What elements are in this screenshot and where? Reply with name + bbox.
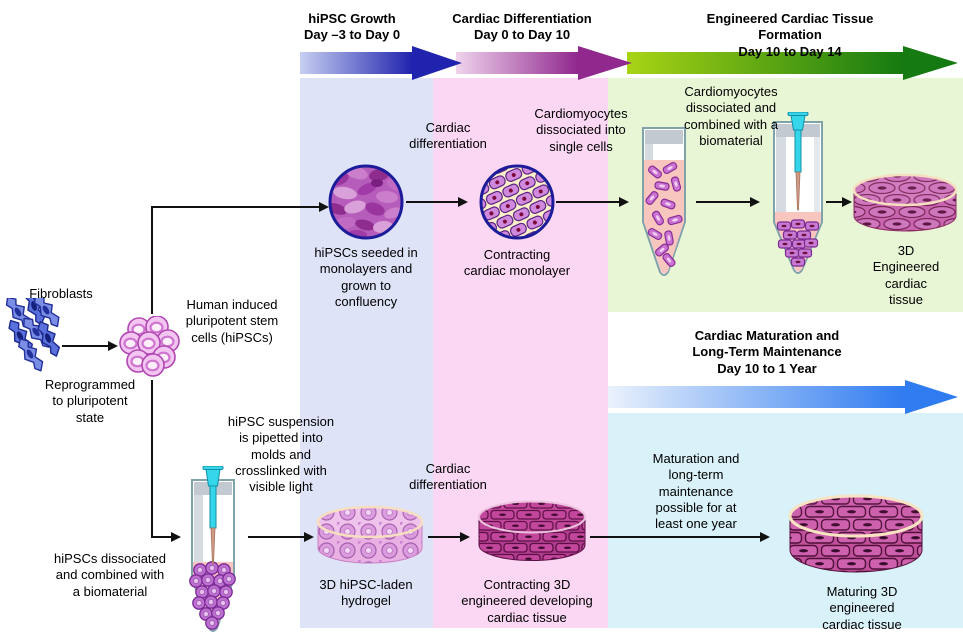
arrowhead-fibroblast-to-hipsc	[108, 341, 118, 351]
label-fibroblasts: Fibroblasts	[29, 286, 93, 301]
phase-label-ett-formation: Engineered Cardiac Tissue Formation Day …	[706, 11, 874, 59]
connector-branch-down	[151, 380, 153, 538]
maturation-arrow-head	[905, 380, 958, 414]
arrowhead-contracting-to-maturing	[760, 532, 770, 542]
arrowhead-cardiac-to-tube	[619, 197, 629, 207]
phase-label-hipsc-growth: hiPSC Growth Day –3 to Day 0	[303, 11, 401, 43]
label-cardiac-differentiation-top: Cardiac differentiation	[409, 120, 487, 152]
connector-pipette-to-ett	[826, 201, 842, 203]
connector-tube-to-pipette	[696, 201, 750, 203]
phase-label-maturation: Cardiac Maturation and Long-Term Mainten…	[692, 328, 842, 376]
label-hydrogel: 3D hiPSC-laden hydrogel	[319, 577, 413, 609]
connector-to-bottom-tube	[151, 536, 171, 538]
growth-arrow-body	[300, 52, 412, 74]
label-contracting-monolayer: Contracting cardiac monolayer	[463, 247, 571, 279]
cardiac-monolayer-circle	[479, 164, 555, 240]
arrowhead-to-monolayer	[319, 202, 329, 212]
cardiomyocyte-suspension-tube	[642, 127, 686, 276]
connector-tube-to-hydrogel	[248, 536, 304, 538]
phase-label-cardiac-differentiation: Cardiac Differentiation Day 0 to Day 10	[452, 11, 592, 43]
arrowhead-to-bottom-tube	[171, 532, 181, 542]
hydrogel-disc	[316, 505, 424, 564]
fibroblasts-illustration	[2, 298, 65, 376]
contracting-tissue-disc	[478, 500, 586, 561]
label-contracting-3d: Contracting 3D engineered developing car…	[461, 577, 593, 625]
connector-monolayer-to-cardiac	[406, 201, 458, 203]
arrowhead-tube-to-hydrogel	[304, 532, 314, 542]
arrowhead-tube-to-pipette	[750, 197, 760, 207]
label-dissociated-single-cells: Cardiomyocytes dissociated into single c…	[534, 106, 628, 154]
label-maturing-3d: Maturing 3D engineered cardiac tissue	[822, 584, 902, 632]
label-cardiac-differentiation-bottom: Cardiac differentiation	[409, 461, 487, 493]
connector-contracting-to-maturing	[590, 536, 760, 538]
label-reprogrammed: Reprogrammed to pluripotent state	[44, 377, 136, 425]
arrowhead-hydrogel-to-contracting	[460, 532, 470, 542]
pipette-tube-bottom	[189, 466, 236, 632]
differentiation-arrow-body	[456, 52, 578, 74]
label-ett-3d: 3D Engineered cardiac tissue	[872, 243, 940, 307]
growth-arrow-head	[412, 46, 462, 80]
arrowhead-monolayer-to-cardiac	[458, 197, 468, 207]
hipsc-cluster-illustration	[118, 316, 181, 378]
connector-fibroblast-to-hipsc	[62, 345, 108, 347]
hipsc-monolayer-circle	[328, 164, 404, 240]
connector-branch-up	[151, 207, 153, 314]
label-dissociated-biomaterial-top: Cardiomyocytes dissociated and combined …	[684, 84, 778, 148]
formation-arrow-body	[627, 52, 903, 74]
maturing-tissue-disc	[788, 494, 924, 573]
maturation-arrow-body	[608, 386, 905, 408]
pipette-tube-top	[773, 112, 823, 274]
ett-disc	[852, 173, 958, 232]
connector-to-monolayer	[151, 206, 319, 208]
connector-cardiac-to-tube	[556, 201, 619, 203]
label-hipscs: Human induced pluripotent stem cells (hi…	[185, 297, 279, 345]
differentiation-arrow-head	[578, 46, 632, 80]
formation-arrow-head	[903, 46, 958, 80]
label-suspension-pipetted: hiPSC suspension is pipetted into molds …	[227, 414, 335, 494]
label-maturation-note: Maturation and long-term maintenance pos…	[652, 451, 740, 531]
label-seeded-monolayers: hiPSCs seeded in monolayers and grown to…	[314, 245, 418, 309]
arrowhead-pipette-to-ett	[842, 197, 852, 207]
label-dissociated-biomaterial-bottom: hiPSCs dissociated and combined with a b…	[54, 551, 166, 599]
connector-hydrogel-to-contracting	[428, 536, 460, 538]
